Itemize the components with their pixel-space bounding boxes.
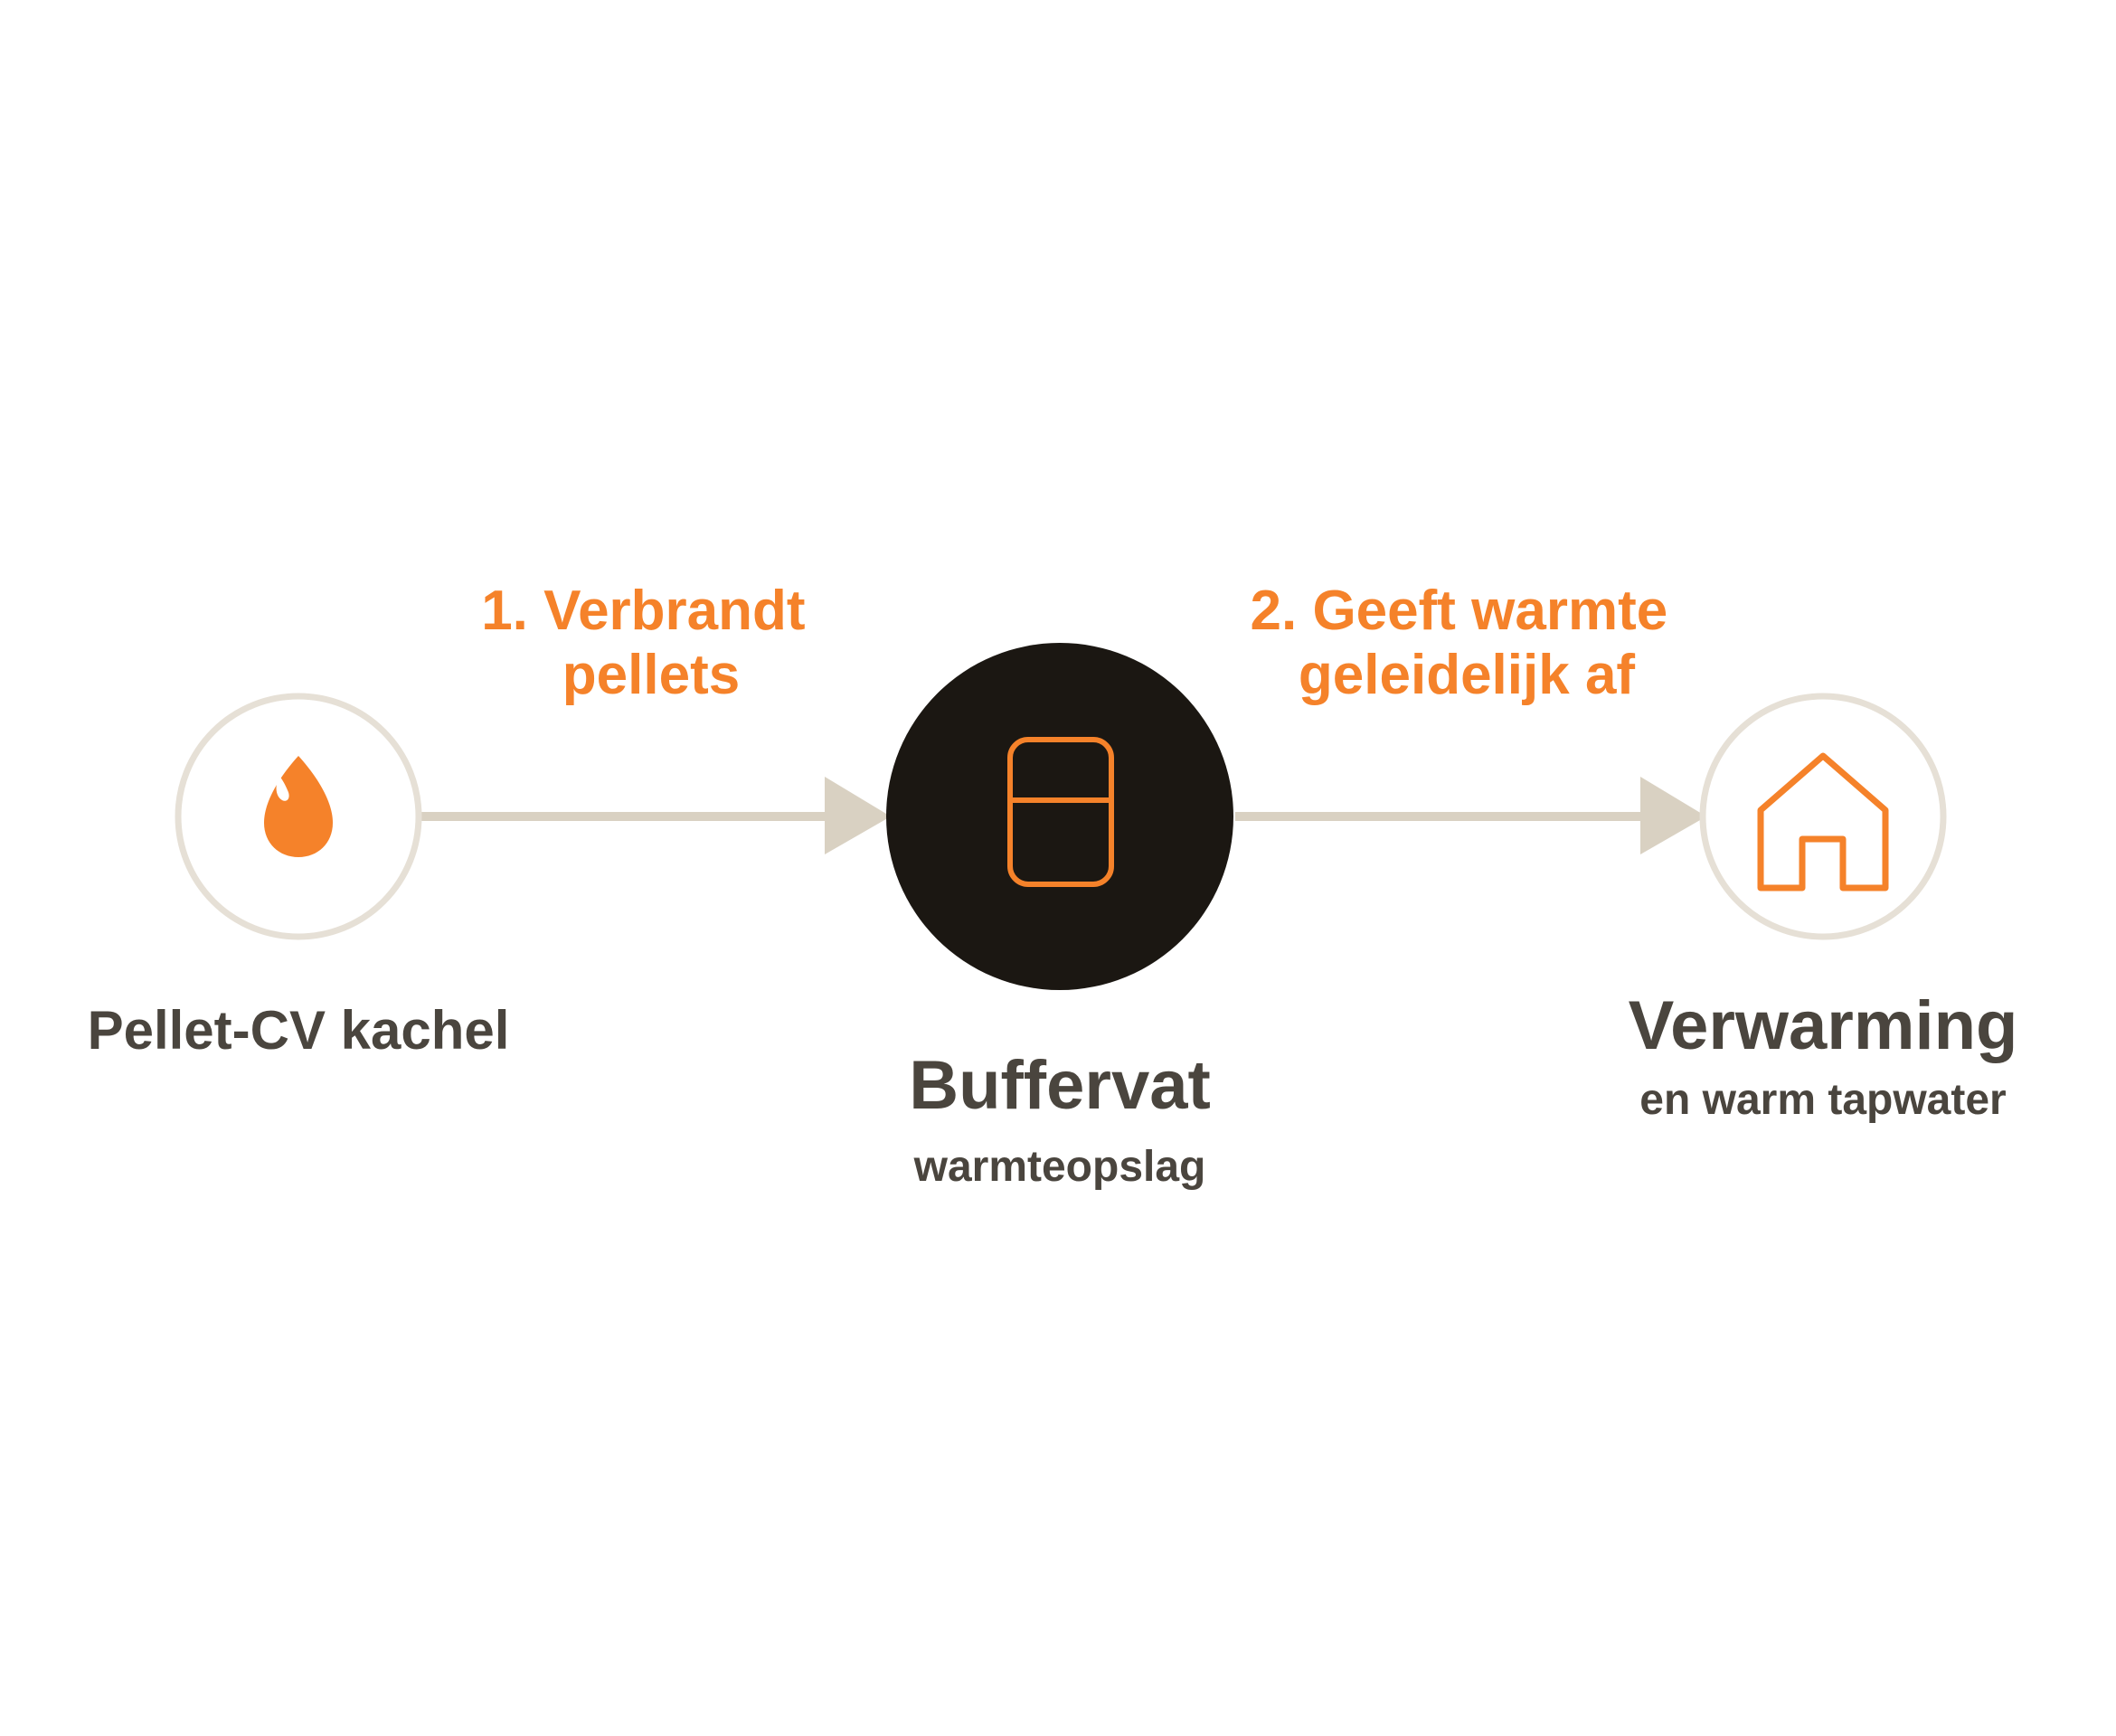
buffer-tank-icon	[1007, 737, 1114, 887]
buffer-subtitle: warmteopslag	[913, 1143, 1206, 1191]
heating-circle	[1699, 693, 1947, 940]
step-label-2: 2. Geeft warmte geleidelijk af	[1251, 580, 1684, 706]
step-label-1: 1. Verbrandt pellets	[481, 580, 821, 706]
connector-buffer-to-heating	[1235, 777, 1706, 854]
buffer-title: Buffervat	[909, 1047, 1211, 1124]
node-buffer: Buffervat warmteopslag	[886, 643, 1233, 1191]
heating-subtitle: en warm tapwater	[1639, 1076, 2006, 1124]
flame-icon	[264, 756, 333, 857]
node-stove: Pellet-CV kachel	[88, 693, 510, 1061]
heating-title: Verwarming	[1629, 987, 2018, 1064]
stove-title: Pellet-CV kachel	[88, 1000, 510, 1061]
node-heating: Verwarming en warm tapwater	[1629, 693, 2018, 1124]
connector-stove-to-buffer	[421, 777, 891, 854]
buffer-circle	[886, 643, 1233, 990]
house-icon	[1757, 752, 1889, 892]
